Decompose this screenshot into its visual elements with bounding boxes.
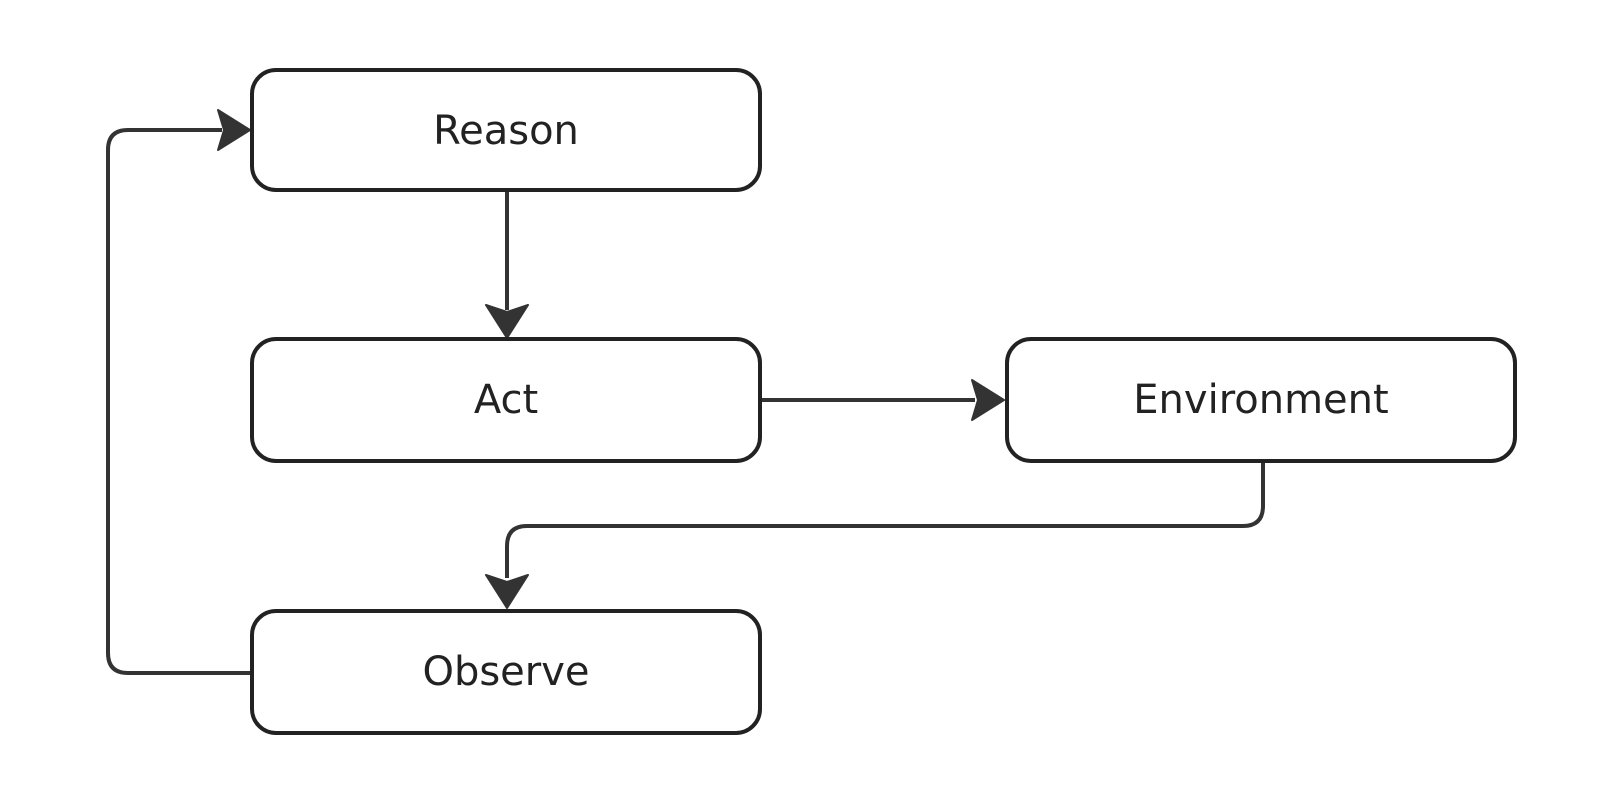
arrow-head-icon — [485, 574, 529, 609]
arrow-head-icon — [971, 379, 1005, 421]
edge-act-to-environment — [762, 379, 1005, 421]
node-reason-label: Reason — [433, 108, 579, 154]
node-act: Act — [250, 337, 762, 463]
node-environment-box — [1005, 337, 1517, 463]
edge-environment-to-observe-line — [505, 462, 1265, 578]
edge-observe-to-reason — [106, 109, 252, 675]
node-environment: Environment — [1005, 337, 1517, 463]
arrow-head-icon — [485, 304, 529, 339]
node-observe: Observe — [250, 609, 762, 735]
edge-reason-to-act — [485, 190, 529, 339]
node-act-box — [250, 337, 762, 463]
node-reason-box — [250, 68, 762, 192]
node-observe-label: Observe — [422, 649, 589, 695]
edge-environment-to-observe — [485, 462, 1265, 609]
node-reason: Reason — [250, 68, 762, 192]
arrow-head-icon — [217, 109, 251, 151]
node-observe-box — [250, 609, 762, 735]
edge-observe-to-reason-line — [106, 128, 252, 675]
node-environment-label: Environment — [1133, 377, 1388, 423]
node-act-label: Act — [474, 377, 538, 423]
